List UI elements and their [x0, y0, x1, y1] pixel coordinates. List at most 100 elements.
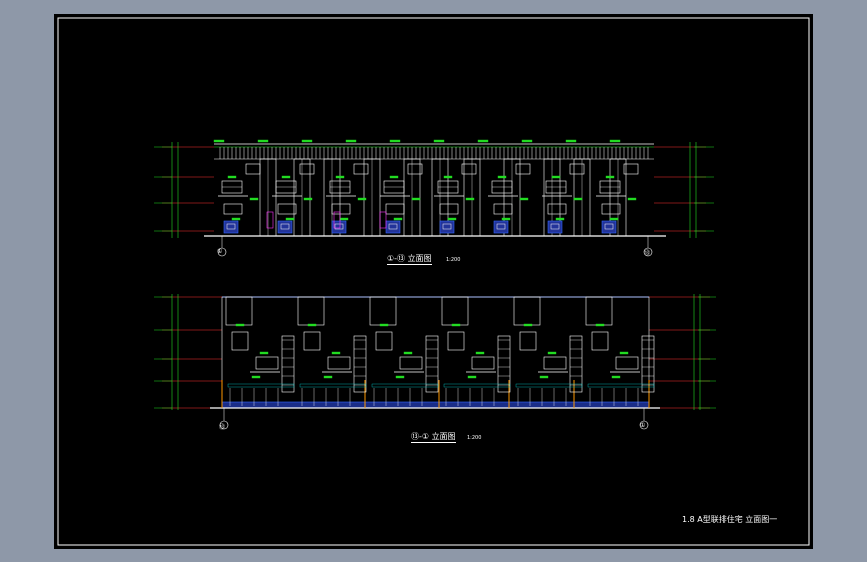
top-level-text [257, 139, 269, 143]
canopy [227, 383, 295, 388]
window-2f [375, 331, 393, 351]
level-text [389, 175, 399, 179]
magenta-accent [333, 211, 341, 229]
stair-window [641, 335, 655, 393]
level-text [627, 197, 637, 201]
level-text [379, 323, 389, 327]
top-level-text [213, 139, 225, 143]
sheet-title: 1.8 A型联排住宅 立面图一 [682, 515, 778, 524]
upper-block [441, 296, 469, 326]
stair-window [353, 335, 367, 393]
upper-elevation-scale: 1:200 [446, 257, 461, 263]
window-2f [591, 331, 609, 351]
car-icon [604, 223, 614, 230]
car-icon [442, 223, 452, 230]
window-1f [385, 203, 405, 215]
window-3f [623, 163, 639, 175]
top-level-text [609, 139, 621, 143]
garage-door [223, 220, 239, 234]
level-text [285, 217, 295, 221]
lower-elevation [154, 294, 716, 430]
level-text [393, 217, 403, 221]
lower-right-axis-label: ① [640, 422, 646, 429]
level-text [555, 217, 565, 221]
window-2f [519, 331, 537, 351]
level-text [447, 217, 457, 221]
level-text [395, 375, 405, 379]
window-3f [245, 163, 261, 175]
top-level-text [389, 139, 401, 143]
window-3f [515, 163, 531, 175]
level-text [539, 375, 549, 379]
level-text [323, 375, 333, 379]
window-1f [543, 356, 567, 370]
level-text [281, 175, 291, 179]
level-text [249, 197, 259, 201]
garage-door [385, 220, 401, 234]
sheet-border [57, 17, 810, 546]
upper-elevation-title: ①-⑬ 立面图 [387, 254, 432, 265]
drawing-sheet: ①-⑬ 立面图 1:200 ⑬-① 立面图 1:200 1.8 A型联排住宅 立… [54, 14, 813, 549]
level-text [611, 375, 621, 379]
window-1f [493, 203, 513, 215]
level-text [465, 197, 475, 201]
window-3f [353, 163, 369, 175]
level-text [501, 217, 511, 221]
car-icon [334, 223, 344, 230]
level-text [231, 217, 241, 221]
upper-elevation [154, 139, 714, 257]
car-icon [280, 223, 290, 230]
level-text [451, 323, 461, 327]
stair-window [281, 335, 295, 393]
window-1f [547, 203, 567, 215]
canopy [371, 383, 439, 388]
level-text [303, 197, 313, 201]
window-2f [447, 331, 465, 351]
window-3f [407, 163, 423, 175]
window-1f [327, 356, 351, 370]
window-1f [277, 203, 297, 215]
level-text [331, 351, 341, 355]
level-text [335, 175, 345, 179]
window-1f [471, 356, 495, 370]
level-text [235, 323, 245, 327]
stair-window [569, 335, 583, 393]
level-text [259, 351, 269, 355]
level-text [357, 197, 367, 201]
level-text [411, 197, 421, 201]
top-level-text [521, 139, 533, 143]
window-1f [601, 203, 621, 215]
level-text [227, 175, 237, 179]
canopy [587, 383, 655, 388]
window-1f [255, 356, 279, 370]
window-2f [303, 331, 321, 351]
stair-window [425, 335, 439, 393]
window-2f [231, 331, 249, 351]
window-3f [569, 163, 585, 175]
level-text [497, 175, 507, 179]
car-icon [388, 223, 398, 230]
car-icon [550, 223, 560, 230]
window-1f [331, 203, 351, 215]
level-text [605, 175, 615, 179]
lower-elevation-scale: 1:200 [467, 435, 482, 441]
upper-left-axis-label: ① [217, 248, 223, 255]
ground-strip [221, 401, 650, 409]
garage-door [493, 220, 509, 234]
level-text [547, 351, 557, 355]
canopy [515, 383, 583, 388]
window-1f [439, 203, 459, 215]
upper-right-axis-label: ⑬ [644, 250, 651, 257]
upper-block [225, 296, 253, 326]
lower-elevation-title: ⑬-① 立面图 [411, 432, 456, 443]
level-text [403, 351, 413, 355]
car-icon [226, 223, 236, 230]
top-level-text [565, 139, 577, 143]
stair-window [497, 335, 511, 393]
garage-door [547, 220, 563, 234]
canopy [443, 383, 511, 388]
level-text [523, 323, 533, 327]
magenta-accent [379, 211, 387, 229]
level-text [443, 175, 453, 179]
top-level-text [301, 139, 313, 143]
